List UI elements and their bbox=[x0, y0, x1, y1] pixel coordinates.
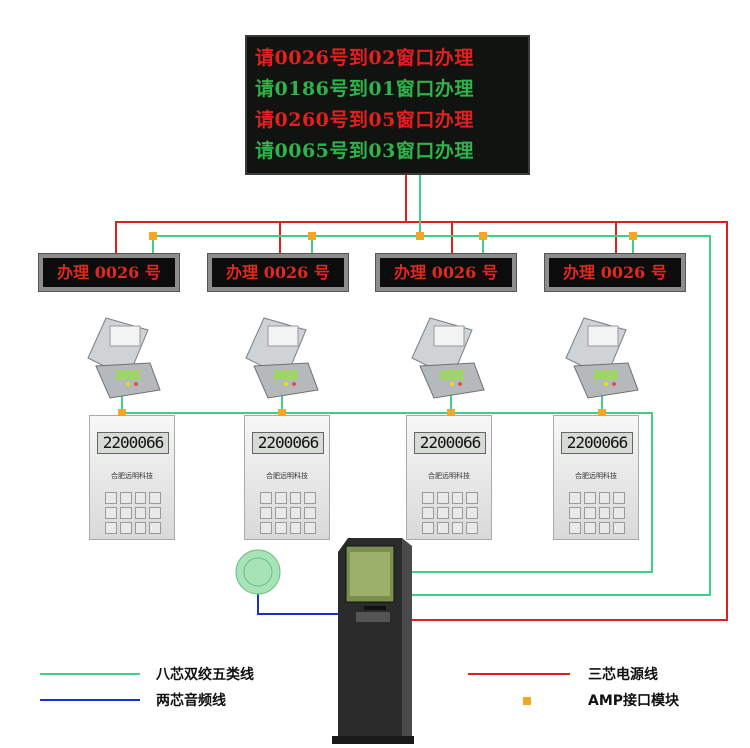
display-line: 请0260号到05窗口办理 bbox=[255, 109, 474, 131]
amp-module bbox=[278, 409, 286, 417]
window-display-text: 办理 0026 号 bbox=[380, 258, 512, 287]
caller-brand: 合肥远明科技 bbox=[428, 472, 470, 480]
speaker bbox=[235, 549, 281, 595]
main-display-board: 请0026号到02窗口办理 请0186号到01窗口办理 请0260号到05窗口办… bbox=[245, 35, 530, 175]
caller-lcd: 2200066 bbox=[414, 432, 486, 454]
caller-terminal: 2200066 合肥远明科技 bbox=[244, 415, 330, 540]
caller-keypad bbox=[422, 492, 478, 534]
amp-module bbox=[598, 409, 606, 417]
legend-amp-swatch bbox=[523, 697, 531, 705]
amp-module bbox=[149, 232, 157, 240]
caller-terminal: 2200066 合肥远明科技 bbox=[406, 415, 492, 540]
window-display-text: 办理 0026 号 bbox=[43, 258, 175, 287]
evaluator-device bbox=[565, 317, 639, 399]
window-display: 办理 0026 号 bbox=[375, 253, 517, 292]
caller-keypad bbox=[569, 492, 625, 534]
evaluator-device bbox=[245, 317, 319, 399]
evaluator-device bbox=[87, 317, 161, 399]
amp-module bbox=[308, 232, 316, 240]
caller-lcd: 2200066 bbox=[561, 432, 633, 454]
amp-modules bbox=[118, 232, 637, 417]
display-line: 请0026号到02窗口办理 bbox=[255, 47, 474, 69]
evaluator-devices bbox=[87, 317, 639, 399]
window-display: 办理 0026 号 bbox=[544, 253, 686, 292]
audio-line bbox=[257, 590, 338, 615]
caller-keypad bbox=[105, 492, 161, 534]
power-lines bbox=[115, 175, 728, 621]
caller-terminal: 2200066 合肥远明科技 bbox=[89, 415, 175, 540]
caller-lcd: 2200066 bbox=[97, 432, 169, 454]
display-line: 请0065号到03窗口办理 bbox=[255, 140, 474, 162]
amp-module bbox=[118, 409, 126, 417]
window-display-text: 办理 0026 号 bbox=[212, 258, 344, 287]
amp-module bbox=[447, 409, 455, 417]
window-display: 办理 0026 号 bbox=[38, 253, 180, 292]
caller-brand: 合肥远明科技 bbox=[111, 472, 153, 480]
legend-red-label: 三芯电源线 bbox=[588, 667, 658, 683]
amp-module bbox=[416, 232, 424, 240]
amp-module bbox=[629, 232, 637, 240]
window-display: 办理 0026 号 bbox=[207, 253, 349, 292]
caller-keypad bbox=[260, 492, 316, 534]
legend-green-label: 八芯双绞五类线 bbox=[156, 667, 254, 683]
caller-lcd: 2200066 bbox=[252, 432, 324, 454]
legend-blue-label: 两芯音频线 bbox=[156, 693, 226, 709]
caller-brand: 合肥远明科技 bbox=[266, 472, 308, 480]
display-line: 请0186号到01窗口办理 bbox=[255, 78, 474, 100]
caller-brand: 合肥远明科技 bbox=[575, 472, 617, 480]
legend-amp-label: AMP接口模块 bbox=[588, 693, 680, 709]
ticket-kiosk bbox=[332, 538, 414, 744]
amp-module bbox=[479, 232, 487, 240]
window-display-text: 办理 0026 号 bbox=[549, 258, 681, 287]
evaluator-device bbox=[411, 317, 485, 399]
caller-terminal: 2200066 合肥远明科技 bbox=[553, 415, 639, 540]
